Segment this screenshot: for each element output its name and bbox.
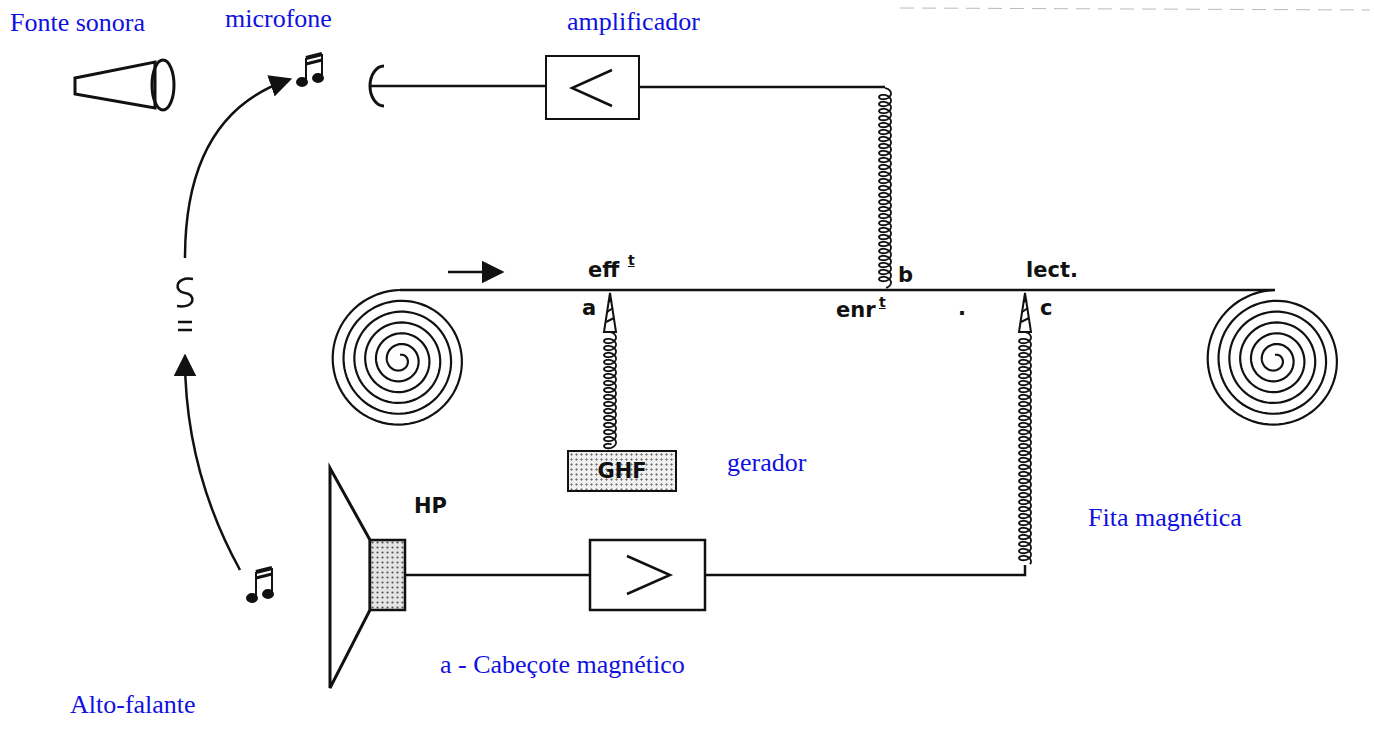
punctuation: . <box>958 296 966 320</box>
head-label: lect. <box>1026 258 1078 282</box>
head-label: eff <box>588 258 619 282</box>
note-stem <box>271 568 273 594</box>
amp-wire <box>640 86 885 89</box>
horn-mouth <box>152 60 174 110</box>
part-label: a - Cabeçote magnético <box>440 650 685 680</box>
part-label: microfone <box>225 4 332 34</box>
loudspeaker-magnet <box>370 540 405 610</box>
tape-reel <box>1208 290 1337 425</box>
playback-wire <box>705 565 1025 575</box>
head-hatch <box>606 318 614 322</box>
scan-dash <box>900 8 1370 10</box>
head-letter: b <box>898 263 913 287</box>
magnetic-head <box>1019 293 1031 332</box>
note-stem <box>305 58 307 82</box>
node-heading: gerador <box>727 448 806 478</box>
head-label-superscript: t <box>879 294 886 310</box>
note-stem <box>321 54 323 78</box>
wave-symbol <box>177 279 193 307</box>
head-outline <box>604 293 616 332</box>
coil-winding <box>879 88 891 288</box>
tape-direction-arrow <box>448 271 500 274</box>
note-beam <box>256 568 272 572</box>
loudspeaker-cone <box>330 468 370 688</box>
magnetic-tape <box>400 289 1275 292</box>
head-hatch <box>608 300 612 302</box>
part-label: Alto-falante <box>70 690 196 720</box>
mic-wire <box>370 85 545 88</box>
coil-winding <box>1019 332 1031 564</box>
speaker-wire <box>405 574 590 577</box>
amplifier-symbol <box>627 556 670 594</box>
amplifier-box: amplificador <box>545 55 640 120</box>
sound-path-arrow <box>185 80 288 258</box>
note-stem <box>255 572 257 598</box>
note-beam <box>256 574 272 578</box>
part-label: Fita magnética <box>1088 503 1242 533</box>
head-hatch <box>1023 300 1027 302</box>
note-beam <box>306 60 322 64</box>
music-note <box>297 54 323 86</box>
music-note <box>247 568 273 602</box>
sound-path-arrow <box>185 358 240 570</box>
head-outline <box>1019 293 1031 332</box>
head-letter: a <box>582 296 596 320</box>
equal-symbol <box>178 321 192 324</box>
head-hatch <box>1022 308 1028 312</box>
head-label: enr <box>836 298 876 322</box>
generator-box: GHFgerador <box>567 450 677 492</box>
magnetic-head <box>604 293 616 332</box>
head-label-superscript: t <box>628 252 635 268</box>
amplifier-symbol <box>572 70 612 106</box>
note-beam <box>306 54 322 58</box>
node-title: GHF <box>597 459 646 483</box>
coil-winding <box>604 332 616 448</box>
sound-source-horn <box>75 62 155 108</box>
part-label: HP <box>414 494 447 518</box>
equal-symbol <box>178 329 192 332</box>
tape-reel <box>333 290 462 425</box>
head-hatch <box>607 308 613 312</box>
node-heading: amplificador <box>567 7 700 37</box>
part-label: Fonte sonora <box>10 8 145 38</box>
playback-amplifier <box>590 540 705 610</box>
head-letter: c <box>1040 296 1052 320</box>
head-hatch <box>1021 318 1029 322</box>
